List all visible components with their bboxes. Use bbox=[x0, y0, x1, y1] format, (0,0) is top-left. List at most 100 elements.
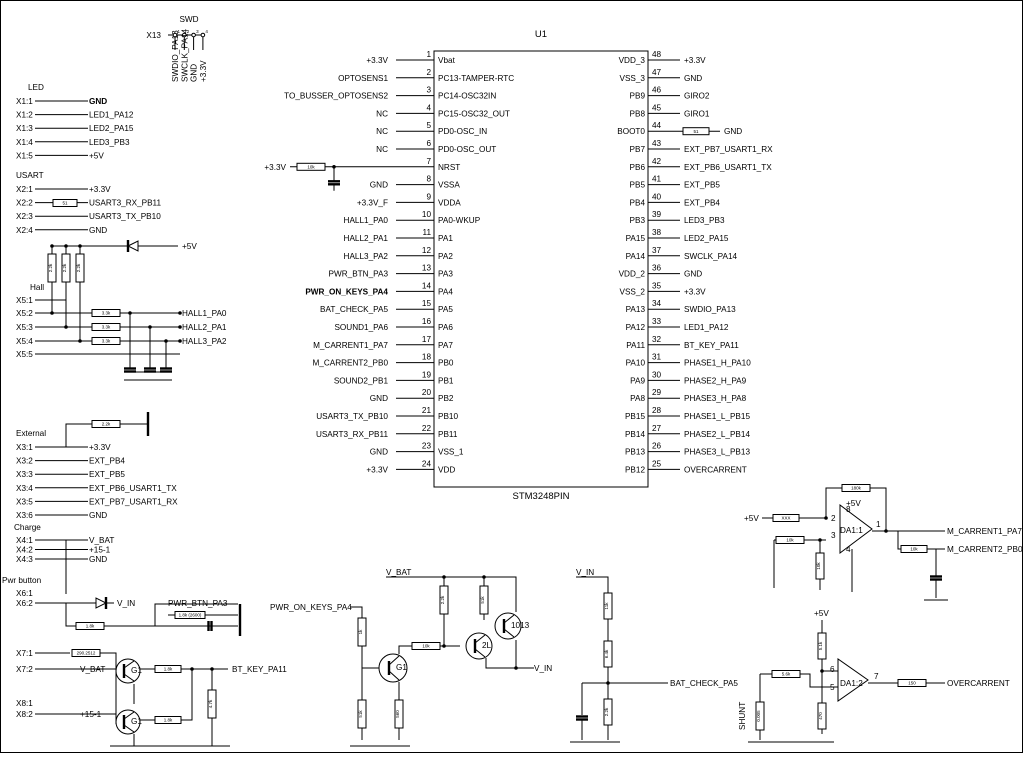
chip-pin-number: 32 bbox=[652, 335, 662, 344]
junction-dot bbox=[482, 575, 486, 579]
chip-pin-net: HALL3_PA2 bbox=[344, 252, 389, 261]
chip-pin-name: BOOT0 bbox=[617, 127, 645, 136]
chip-pin-net: EXT_PB6_USART1_TX bbox=[684, 163, 772, 172]
nrst-pullup-resistor: 10k bbox=[296, 162, 326, 171]
chip-pin-number: 1 bbox=[426, 50, 431, 59]
chip-pin-name: PA1 bbox=[438, 234, 453, 243]
chip-pin-number: 12 bbox=[422, 246, 432, 255]
resistor-body bbox=[91, 309, 121, 317]
transistor-body bbox=[115, 709, 141, 735]
batcheck-capacitor bbox=[576, 715, 588, 721]
chip-pin-number: 22 bbox=[422, 424, 432, 433]
pwr-diode bbox=[95, 597, 108, 609]
resistor-value: 2.2k bbox=[48, 263, 53, 272]
junction-dot bbox=[50, 311, 54, 315]
hall-connector-pin: X5:2 bbox=[16, 309, 33, 318]
resistor-body bbox=[900, 545, 928, 553]
led-connector-pin: X1:5 bbox=[16, 151, 33, 160]
opamp-pin-number: 5 bbox=[830, 683, 835, 692]
resistor-body bbox=[91, 323, 121, 331]
chip-pin-net: +3.3V bbox=[366, 465, 388, 474]
chip-pin-net: EXT_PB7_USART1_RX bbox=[684, 145, 773, 154]
external-resistor: 2.2k bbox=[91, 420, 121, 428]
chip-pin-net: NC bbox=[376, 109, 388, 118]
chip-pin-name: PA9 bbox=[630, 376, 645, 385]
opamp-da1-2 bbox=[837, 658, 869, 702]
chip-pin-name: PA12 bbox=[626, 323, 646, 332]
resistor-body bbox=[817, 632, 827, 660]
chip-pin-number: 3 bbox=[426, 86, 431, 95]
chip-pin-net: LED2_PA15 bbox=[684, 234, 729, 243]
chip-pin-name: PA3 bbox=[438, 270, 453, 279]
junction-dot bbox=[50, 244, 54, 248]
led-title: LED bbox=[28, 83, 44, 92]
chip-pin-number: 28 bbox=[652, 406, 662, 415]
external-net: EXT_PB7_USART1_RX bbox=[89, 497, 178, 506]
chip-pin-number: 37 bbox=[652, 246, 662, 255]
charge-connector-pin: X4:1 bbox=[16, 536, 33, 545]
hall-supply: +5V bbox=[182, 242, 197, 251]
power-transistor-q2: 2L bbox=[465, 632, 493, 660]
resistor-body bbox=[771, 670, 801, 678]
resistor-body bbox=[91, 420, 121, 428]
resistor-value: 5.1k bbox=[818, 641, 823, 650]
chip-pin-number: 2 bbox=[426, 68, 431, 77]
transistor-label: 1013 bbox=[511, 621, 530, 630]
resistor-value: 1.8k bbox=[164, 667, 173, 672]
chip-ref: U1 bbox=[535, 29, 547, 40]
resistor-value: 180k bbox=[851, 486, 862, 491]
opamp-pin-number: 8 bbox=[846, 505, 851, 514]
chip-pin-name: PB1 bbox=[438, 376, 454, 385]
pwr-vin-net: V_IN bbox=[117, 599, 135, 608]
resistor-value: 10k bbox=[910, 547, 918, 552]
charge-net: GND bbox=[89, 555, 107, 564]
usart-connector-pin: X2:2 bbox=[16, 199, 33, 208]
usart-net: GND bbox=[89, 226, 107, 235]
chip-pin-name: VDD_3 bbox=[619, 56, 646, 65]
amp-supply: +5V bbox=[744, 514, 759, 523]
resistor-body bbox=[817, 702, 827, 730]
resistor-body bbox=[603, 592, 613, 620]
transistor-lead bbox=[388, 670, 400, 681]
junction-dot bbox=[78, 244, 82, 248]
chip-pin-name: PB7 bbox=[630, 145, 646, 154]
chip-pin-net: SWCLK_PA14 bbox=[684, 252, 738, 261]
external-connector-pin: X3:5 bbox=[16, 497, 33, 506]
chip-pin-net: TO_BUSSER_OPTOSENS2 bbox=[284, 92, 388, 101]
chip-pin-net: NC bbox=[376, 145, 388, 154]
hall-net: HALL3_PA2 bbox=[182, 337, 227, 346]
power-transistor-q1: G1 bbox=[378, 653, 408, 683]
resistor-value: 2.2k bbox=[440, 595, 445, 604]
chip-pin-name: PA8 bbox=[630, 394, 645, 403]
overcurrent-output-resistor: 150 bbox=[897, 679, 927, 687]
junction-dot bbox=[64, 325, 68, 329]
transistor-label: G1 bbox=[131, 666, 142, 675]
chip-pin-number: 27 bbox=[652, 424, 662, 433]
nrst-capacitor bbox=[328, 180, 340, 186]
bt-pulldown-resistor: 4.7k bbox=[207, 689, 217, 719]
resistor-body bbox=[775, 536, 805, 544]
chip-pin-number: 24 bbox=[422, 459, 432, 468]
bt-resistor: 290.2512 bbox=[71, 649, 101, 657]
swd-pin-number: 4 bbox=[205, 29, 208, 34]
junction-dot bbox=[78, 339, 82, 343]
transistor-body bbox=[465, 632, 493, 660]
resistor-body bbox=[603, 640, 613, 668]
batcheck-vin-net: V_IN bbox=[576, 568, 594, 577]
transistor-label: G1 bbox=[131, 717, 142, 726]
charge-title: Charge bbox=[14, 523, 41, 532]
net-labels: U1STM3248PIN1Vbat+3.3V2PC13-TAMPER-RTCOP… bbox=[2, 15, 1023, 730]
chip-pin-name: PB0 bbox=[438, 359, 454, 368]
overcurrent-bot-resistor: 470 bbox=[817, 702, 827, 730]
transistor-label: G1 bbox=[396, 663, 407, 672]
chip-pin-name: PB6 bbox=[630, 163, 646, 172]
chip-pin-name: VSS_1 bbox=[438, 448, 464, 457]
bt-key-net: BT_KEY_PA11 bbox=[232, 665, 287, 674]
resistor-value: 0.005 bbox=[756, 710, 761, 722]
chip-pin-number: 25 bbox=[652, 459, 662, 468]
usart-net: USART3_RX_PB11 bbox=[89, 199, 162, 208]
resistor-value: 1.8k bbox=[86, 624, 95, 629]
resistor-value: 290.2512 bbox=[77, 651, 96, 656]
